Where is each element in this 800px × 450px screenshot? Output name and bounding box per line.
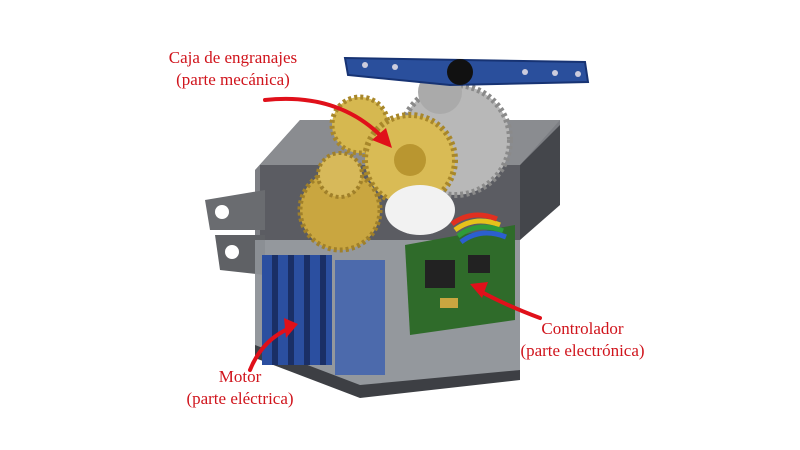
motor-label-title: Motor — [218, 367, 262, 386]
gearbox-label-title: Caja de engranajes — [168, 48, 298, 67]
motor-label-subtitle: (parte eléctrica) — [186, 389, 294, 408]
controller-label: Controlador (parte electrónica) — [510, 318, 655, 362]
gearbox-label-subtitle: (parte mecánica) — [176, 70, 290, 89]
controller-label-title: Controlador — [541, 319, 624, 338]
servo-horn — [343, 56, 590, 87]
arrowhead-motor — [284, 318, 298, 338]
motor — [262, 255, 385, 375]
arrowhead-gearbox — [372, 128, 392, 148]
controller-label-subtitle: (parte electrónica) — [520, 341, 645, 360]
label-arrows — [248, 96, 542, 372]
mounting-tab-left-upper — [205, 190, 265, 230]
gearbox — [297, 70, 513, 253]
gearbox-label: Caja de engranajes (parte mecánica) — [148, 47, 318, 91]
arrow-gearbox — [263, 96, 387, 142]
mounting-tab-left-lower — [215, 235, 265, 275]
arrowhead-controller — [470, 282, 488, 298]
controller-pcb — [405, 212, 515, 335]
motor-label: Motor (parte eléctrica) — [175, 366, 305, 410]
